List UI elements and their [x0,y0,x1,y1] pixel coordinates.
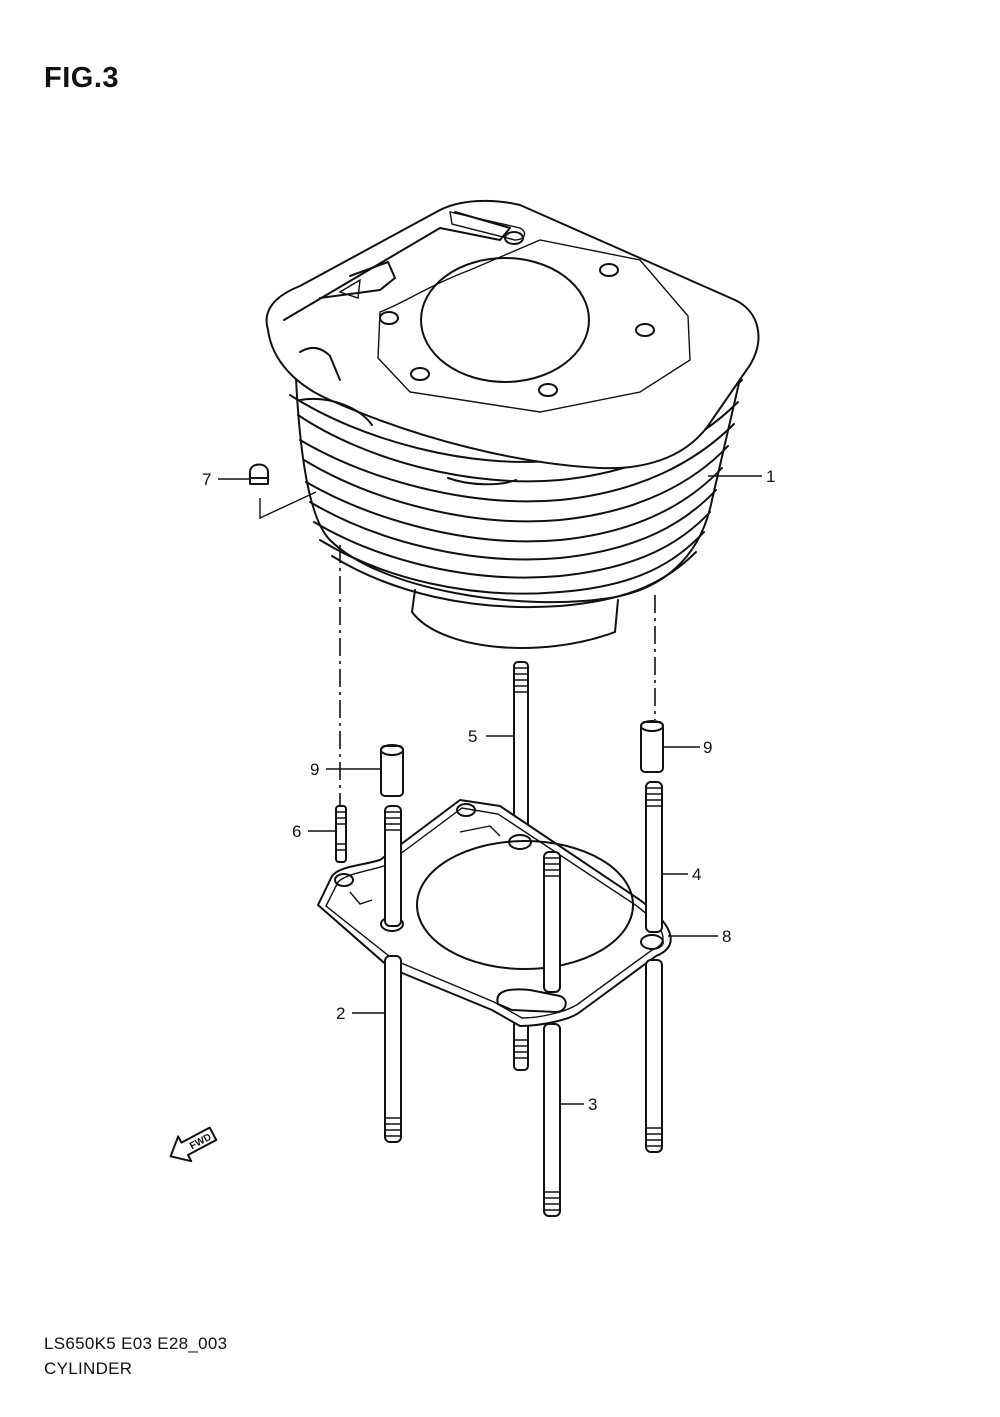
part-dowel-right[interactable] [640,720,664,773]
part-cap-nut[interactable] [249,463,269,485]
callout-2: 2 [336,1004,345,1023]
callout-5: 5 [468,727,477,746]
callout-7: 7 [202,470,211,489]
callout-3: 3 [588,1095,597,1114]
part-stud-6[interactable] [335,805,347,863]
figure-title: FIG.3 [44,62,120,94]
part-stud-4[interactable] [645,781,663,1153]
fwd-arrow-icon: FWD [169,1126,218,1163]
part-cylinder[interactable] [265,199,760,649]
figure-code: LS650K5 E03 E28_003 [44,1334,228,1353]
callout-9-right: 9 [703,738,712,757]
figure-name: CYLINDER [44,1359,133,1378]
callout-4: 4 [692,865,701,884]
callout-6: 6 [292,822,301,841]
part-dowel-left[interactable] [380,744,404,797]
part-stud-3[interactable] [543,851,561,1217]
callout-8: 8 [722,927,731,946]
callout-1: 1 [766,467,775,486]
stud-holes [379,231,655,397]
callout-9-left: 9 [310,760,319,779]
part-gasket[interactable] [317,799,672,1027]
part-stud-2[interactable] [384,805,402,1143]
